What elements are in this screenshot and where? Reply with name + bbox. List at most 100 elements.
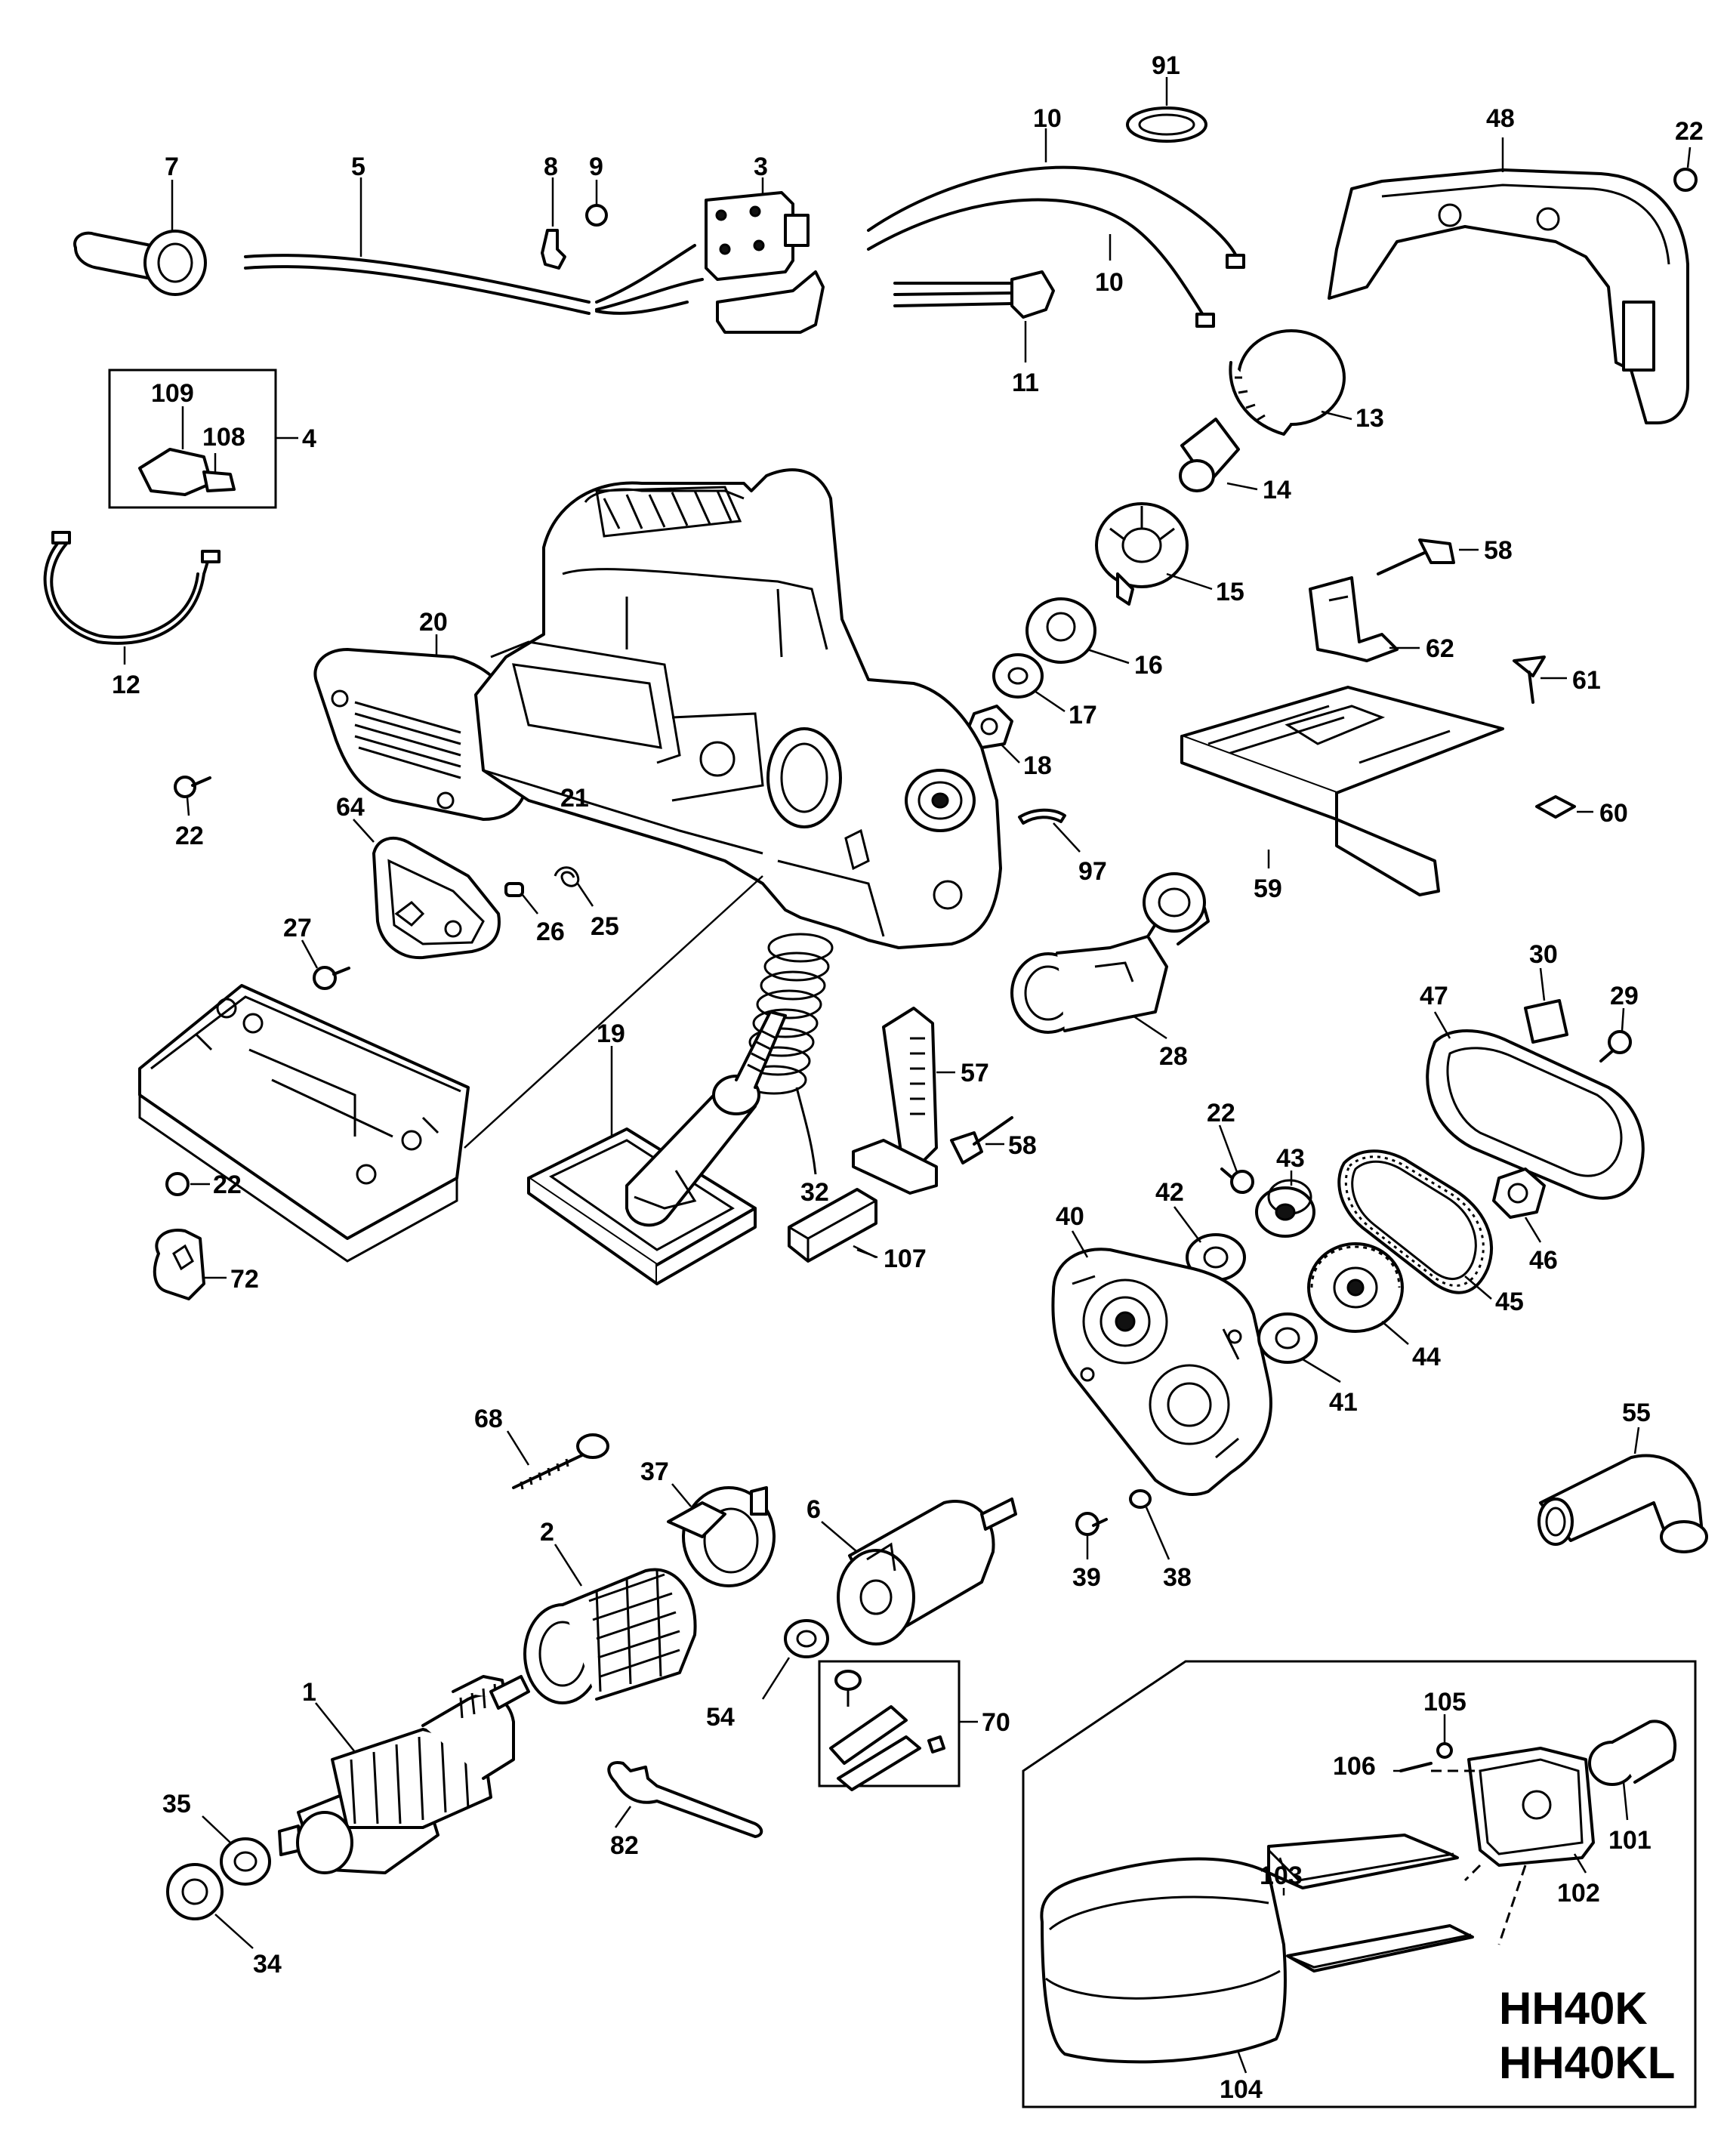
label-104: 104: [1220, 2075, 1263, 2104]
label-1: 1: [302, 1678, 316, 1707]
part-101-adapter: [1588, 1720, 1677, 1821]
label-26: 26: [536, 918, 565, 946]
label-91: 91: [1152, 51, 1180, 80]
label-17: 17: [1069, 701, 1097, 729]
label-30: 30: [1529, 940, 1558, 969]
part-58-screw-lower: [950, 1116, 1013, 1164]
part-25-spring: [554, 866, 594, 907]
label-46: 46: [1529, 1246, 1558, 1275]
label-11: 11: [1012, 369, 1039, 397]
label-29: 29: [1610, 982, 1639, 1010]
label-54: 54: [706, 1703, 735, 1732]
part-29-screw: [1599, 1007, 1632, 1063]
part-105-screw: [1436, 1714, 1453, 1759]
label-32: 32: [800, 1178, 829, 1207]
part-57-depth-scale: [852, 1007, 955, 1195]
label-44: 44: [1412, 1343, 1441, 1371]
label-106: 106: [1333, 1752, 1376, 1781]
part-70-carbon-brush-kit: [818, 1660, 978, 1791]
label-101: 101: [1608, 1826, 1652, 1855]
part-19-planer-body: [474, 468, 1002, 949]
part-60-clip: [1535, 795, 1593, 819]
label-47: 47: [1420, 982, 1448, 1010]
part-61-screw: [1513, 655, 1567, 704]
label-22-lower: 22: [213, 1171, 242, 1199]
label-82: 82: [610, 1831, 639, 1860]
label-59: 59: [1254, 874, 1282, 903]
accessory-kit-frame: [1022, 1660, 1697, 2108]
part-82-spanner: [607, 1761, 763, 1838]
part-7-cord-sleeve: [73, 180, 207, 296]
label-34: 34: [253, 1950, 282, 1979]
part-48-handle-cover: [1328, 137, 1689, 424]
model-name-1: HH40K: [1499, 1983, 1648, 2034]
part-3-switch: [705, 177, 825, 334]
part-46-nut: [1492, 1167, 1546, 1243]
part-6-bearing-housing: [821, 1497, 1017, 1646]
label-68: 68: [474, 1405, 503, 1433]
label-72: 72: [230, 1265, 259, 1294]
label-7: 7: [165, 153, 179, 181]
label-21: 21: [560, 784, 589, 813]
part-59-fence: [1180, 686, 1504, 896]
part-44-gear: [1307, 1242, 1409, 1345]
model-name-2: HH40KL: [1499, 2037, 1675, 2088]
label-97: 97: [1078, 857, 1107, 886]
label-39: 39: [1072, 1563, 1101, 1592]
part-2-stator-field: [523, 1544, 697, 1704]
label-64: 64: [336, 793, 365, 822]
part-11-connector: [893, 270, 1055, 362]
label-41: 41: [1329, 1388, 1358, 1417]
label-42: 42: [1155, 1178, 1184, 1207]
part-45-drive-belt: [1337, 1149, 1493, 1300]
part-43-pulley: [1255, 1171, 1315, 1238]
part-72-clip: [153, 1229, 227, 1300]
part-12-lead: [43, 531, 221, 665]
label-107: 107: [884, 1245, 927, 1273]
part-number-labels: 91 10 48 22 7 5 8 9 3 10 11 13 109 108 4…: [112, 51, 1704, 2104]
label-15: 15: [1216, 578, 1244, 606]
part-15-knob-base: [1095, 502, 1213, 606]
part-10-wires: [867, 128, 1245, 328]
label-3: 3: [754, 153, 768, 181]
part-30-label: [1524, 967, 1568, 1044]
part-35-bearing: [202, 1815, 271, 1886]
label-108: 108: [202, 423, 245, 452]
part-8-terminal: [541, 177, 566, 270]
label-37: 37: [640, 1457, 669, 1486]
part-102-plate: [1467, 1747, 1595, 1874]
part-106-pin: [1393, 1762, 1433, 1772]
label-61: 61: [1572, 666, 1601, 695]
part-22-screw-mid: [1218, 1124, 1254, 1194]
part-55-dust-spout: [1537, 1427, 1708, 1553]
label-57: 57: [961, 1059, 989, 1087]
part-97-spring-clip: [1018, 808, 1081, 853]
part-27-screw: [301, 939, 350, 990]
part-17-washer: [992, 653, 1066, 713]
label-60: 60: [1599, 799, 1628, 828]
label-25: 25: [591, 912, 619, 941]
label-109: 109: [151, 379, 194, 408]
label-103: 103: [1260, 1861, 1303, 1890]
label-27: 27: [283, 914, 312, 942]
label-70: 70: [982, 1708, 1010, 1737]
part-64-cover: [353, 819, 501, 960]
label-8: 8: [544, 153, 558, 181]
label-22-top: 22: [1675, 117, 1704, 146]
part-5-cable: [244, 177, 704, 315]
label-45: 45: [1495, 1288, 1524, 1316]
label-14: 14: [1263, 476, 1291, 504]
part-107-key: [788, 1188, 878, 1263]
label-58-lower: 58: [1008, 1131, 1037, 1160]
label-102: 102: [1557, 1879, 1600, 1908]
label-22-left: 22: [175, 822, 204, 850]
part-22-screw: [1673, 147, 1698, 192]
part-47-belt-cover: [1426, 1011, 1645, 1200]
label-2: 2: [540, 1518, 554, 1547]
part-22-screw-lower: [165, 1172, 210, 1196]
label-40: 40: [1056, 1202, 1084, 1231]
label-48: 48: [1486, 104, 1515, 133]
part-26-pin: [504, 882, 538, 915]
label-5: 5: [351, 153, 365, 181]
